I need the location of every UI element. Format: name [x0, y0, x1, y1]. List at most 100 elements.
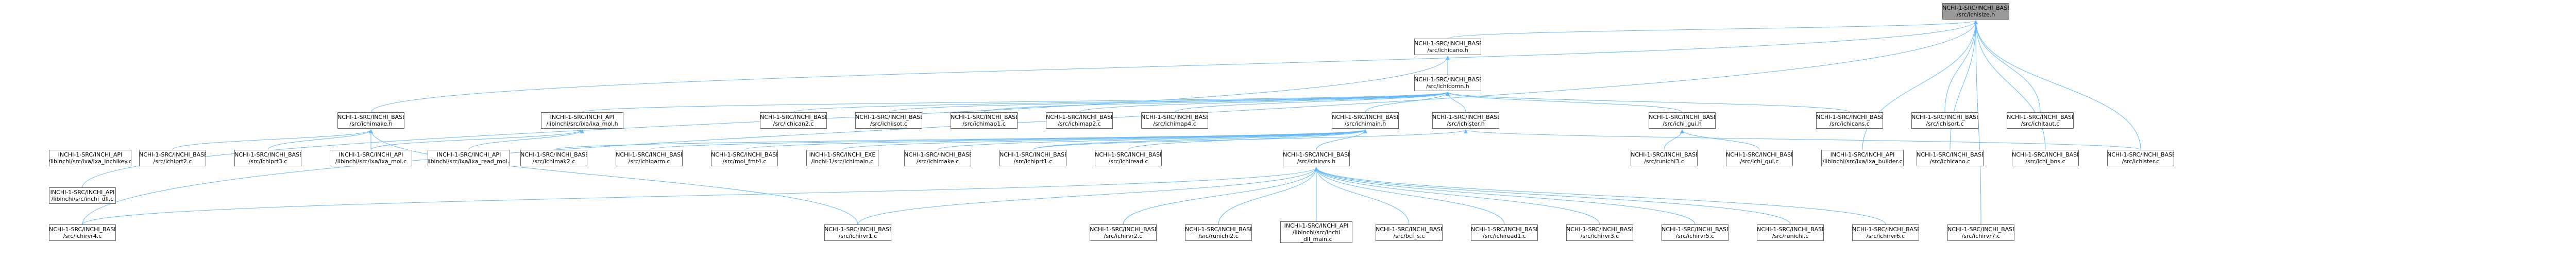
node-label-line: /src/ichimak2.c — [532, 158, 575, 165]
graph-node-runichi3-c[interactable]: INCHI-1-SRC/INCHI_BASE/src/runichi3.c — [1631, 150, 1698, 166]
graph-node-ichirvrs-h[interactable]: INCHI-1-SRC/INCHI_BASE/src/ichirvrs.h — [1283, 150, 1350, 166]
edge-api_ixa_mol_c-to-api_ixa_h — [370, 129, 584, 150]
node-label-line: /src/runichi.c — [1772, 233, 1809, 239]
node-label-line: INCHI-1-SRC/INCHI_BASE — [1283, 151, 1350, 158]
node-label-line: INCHI-1-SRC/INCHI_BASE — [1631, 151, 1698, 158]
graph-node-ichi-bns-c[interactable]: INCHI-1-SRC/INCHI_BASE/src/ichi_bns.c — [2012, 150, 2079, 166]
graph-node-ichisort-c[interactable]: INCHI-1-SRC/INCHI_BASE/src/ichisort.c — [1911, 112, 1978, 129]
graph-node-ichifmr-c[interactable]: INCHI-1-SRC/INCHI_BASE/src/bcf_s.c — [1376, 224, 1443, 241]
edge-ichicano_h-to-root — [1447, 20, 1978, 39]
graph-node-ichiprt3-c[interactable]: INCHI-1-SRC/INCHI_BASE/src/ichiprt3.c — [234, 150, 301, 166]
graph-node-ichicano-c[interactable]: INCHI-1-SRC/INCHI_BASE/src/ichican2.c — [760, 112, 827, 129]
graph-node-api-ixa-read[interactable]: INCHI-1-SRC/INCHI_API/libinchi/src/ixa/i… — [428, 150, 510, 166]
graph-node-ichirvr2-c[interactable]: INCHI-1-SRC/INCHI_BASE/src/ichirvr2.c — [1090, 224, 1157, 241]
graph-node-runichi-c[interactable]: INCHI-1-SRC/INCHI_BASE/src/runichi.c — [1757, 224, 1824, 241]
node-label-line: INCHI-1-SRC/INCHI_API — [1830, 151, 1895, 158]
node-label-line: INCHI-1-SRC/INCHI_BASE — [1662, 226, 1728, 233]
edge-ichi_gui_c-to-ichirvr_gui_h — [1680, 129, 1760, 150]
node-label-line: INCHI-1-SRC/INCHI_BASE — [1414, 40, 1481, 47]
node-label-line: INCHI-1-SRC/INCHI_BASE — [1471, 226, 1538, 233]
edge-ichirvr1_c-to-ichimake_h — [369, 129, 858, 225]
graph-node-ichiread-c[interactable]: INCHI-1-SRC/INCHI_BASE/src/ichiread.c — [1095, 150, 1162, 166]
graph-node-ichitaut-c[interactable]: INCHI-1-SRC/INCHI_BASE/src/ichitaut.c — [2007, 112, 2074, 129]
graph-node-ichicano-h[interactable]: INCHI-1-SRC/INCHI_BASE/src/ichicano.h — [1414, 39, 1481, 55]
graph-node-api-ixa-mol-c[interactable]: INCHI-1-SRC/INCHI_API/libinchi/src/ixa/i… — [330, 150, 412, 166]
graph-node-ichirvr7-c[interactable]: INCHI-1-SRC/INCHI_BASE/src/ichirvr7.c — [1947, 224, 2014, 241]
edge-ichirvr7_c-to-root — [1974, 20, 1981, 225]
edge-runichi2_c-to-ichirvrs_h — [1218, 167, 1318, 225]
node-label-line: INCHI-1-SRC/INCHI_BASE — [49, 226, 116, 233]
edge-ichiisot_c-to-ichicomn_h — [888, 92, 1450, 113]
graph-node-ichirvr-gui-h[interactable]: INCHI-1-SRC/INCHI_BASE/src/ichi_gui.h — [1649, 112, 1716, 129]
graph-node-ichister-c[interactable]: INCHI-1-SRC/INCHI_BASE/src/ichister.c — [2107, 150, 2174, 166]
graph-node-ichiread2-c[interactable]: INCHI-1-SRC/INCHI_BASE/src/ichiread1.c — [1471, 224, 1538, 241]
graph-node-ichicans-c[interactable]: INCHI-1-SRC/INCHI_BASE/src/ichicans.c — [1816, 112, 1883, 129]
graph-node-ichirvr5-c[interactable]: INCHI-1-SRC/INCHI_BASE/src/ichirvr5.c — [1662, 224, 1728, 241]
node-label-line: /src/ichiisot.c — [870, 120, 907, 127]
node-label-line: /src/ichi_gui.h — [1663, 120, 1702, 127]
node-label-line: INCHI-1-SRC/INCHI_BASE — [520, 151, 587, 158]
graph-node-ichimap2-c[interactable]: INCHI-1-SRC/INCHI_BASE/src/ichimap2.c — [1046, 112, 1113, 129]
graph-node-ichirvr1-c[interactable]: INCHI-1-SRC/INCHI_BASE/src/ichirvr1.c — [824, 224, 891, 241]
graph-node-exe-ichimain[interactable]: INCHI-1-SRC/INCHI_EXE/inchi-1/src/ichima… — [806, 150, 878, 166]
edge-ichirvr6_c-to-ichirvrs_h — [1314, 167, 1886, 225]
graph-node-root[interactable]: INCHI-1-SRC/INCHI_BASE/src/ichisize.h — [1942, 3, 2009, 20]
graph-node-ichicano-c2[interactable]: INCHI-1-SRC/INCHI_BASE/src/ichicano.c — [1917, 150, 1984, 166]
node-label-line: INCHI-1-SRC/INCHI_BASE — [1816, 114, 1883, 120]
node-label-line: /src/ichimap1.c — [962, 120, 1006, 127]
graph-node-mol-fmt4-c[interactable]: INCHI-1-SRC/INCHI_BASE/src/mol_fmt4.c — [711, 150, 778, 166]
graph-node-ichirvr3-c[interactable]: INCHI-1-SRC/INCHI_BASE/src/ichirvr3.c — [1566, 224, 1633, 241]
node-label-line: INCHI-1-SRC/INCHI_BASE — [1414, 76, 1481, 83]
edge-ichiprt1_c-to-ichister_h — [1032, 129, 1468, 150]
node-label-line: /inchi-1/src/ichimain.c — [811, 158, 874, 165]
node-label-line: /src/ichimake.c — [916, 158, 959, 165]
graph-node-ichimake-h[interactable]: INCHI-1-SRC/INCHI_BASE/src/ichimake.h — [337, 112, 404, 129]
node-label-line: /src/ichi_gui.c — [1740, 158, 1779, 165]
graph-node-ichiisot-c[interactable]: INCHI-1-SRC/INCHI_BASE/src/ichiisot.c — [855, 112, 922, 129]
graph-node-ichimake-c[interactable]: INCHI-1-SRC/INCHI_BASE/src/ichimake.c — [904, 150, 971, 166]
node-label-line: INCHI-1-SRC/INCHI_API — [58, 151, 123, 158]
graph-node-api-inchi-dll[interactable]: INCHI-1-SRC/INCHI_API/libinchi/src/inchi… — [49, 187, 116, 204]
graph-node-ichiparm-c[interactable]: INCHI-1-SRC/INCHI_BASE/src/ichiparm.c — [616, 150, 683, 166]
graph-node-ichimap4-c[interactable]: INCHI-1-SRC/INCHI_BASE/src/ichimap4.c — [1141, 112, 1208, 129]
edge-ichifmr_c-to-ichirvrs_h — [1314, 167, 1410, 225]
edge-ichimap1_c-to-ichicomn_h — [984, 92, 1450, 113]
graph-node-api-ixa-builder[interactable]: INCHI-1-SRC/INCHI_API/libinchi/src/ixa/i… — [1821, 150, 1904, 166]
graph-node-api-ixa-h[interactable]: INCHI-1-SRC/INCHI_API/libinchi/src/ixa/i… — [541, 112, 623, 129]
edge-ichirvr5_c-to-ichirvrs_h — [1314, 167, 1696, 225]
edge-ichi_bns_c-to-root — [1974, 20, 2046, 150]
node-label-line: INCHI-1-SRC/INCHI_BASE — [824, 226, 891, 233]
node-label-line: INCHI-1-SRC/INCHI_BASE — [139, 151, 206, 158]
graph-node-ichi-gui-c[interactable]: INCHI-1-SRC/INCHI_BASE/src/ichi_gui.c — [1726, 150, 1793, 166]
graph-node-api-inchi-dll-main[interactable]: INCHI-1-SRC/INCHI_API/libinchi/src/inchi… — [1280, 221, 1352, 243]
graph-node-ichirvr6-c[interactable]: INCHI-1-SRC/INCHI_BASE/src/ichirvr6.c — [1852, 224, 1919, 241]
node-label-line: /src/ichiparm.c — [628, 158, 670, 165]
node-label-line: INCHI-1-SRC/INCHI_BASE — [2107, 151, 2174, 158]
node-label-line: INCHI-1-SRC/INCHI_BASE — [760, 114, 827, 120]
graph-node-ichimain-h[interactable]: INCHI-1-SRC/INCHI_BASE/src/ichimain.h — [1332, 112, 1399, 129]
edge-ichister_c-to-root — [1974, 20, 2141, 150]
node-label-line: INCHI-1-SRC/INCHI_API — [338, 151, 403, 158]
graph-node-ichiprt1-c[interactable]: INCHI-1-SRC/INCHI_BASE/src/ichiprt1.c — [999, 150, 1066, 166]
graph-node-api-ixa-inchikey[interactable]: INCHI-1-SRC/INCHI_API/libinchi/src/ixa/i… — [49, 150, 131, 166]
node-label-line: /src/ichister.c — [2122, 158, 2160, 165]
graph-node-ichimak2-c[interactable]: INCHI-1-SRC/INCHI_BASE/src/ichimak2.c — [520, 150, 587, 166]
graph-node-runichi2-c[interactable]: INCHI-1-SRC/INCHI_BASE/src/runichi2.c — [1185, 224, 1252, 241]
node-label-line: INCHI-1-SRC/INCHI_BASE — [2012, 151, 2079, 158]
graph-node-ichicomn-h[interactable]: INCHI-1-SRC/INCHI_BASE/src/ichicomn.h — [1414, 75, 1481, 91]
node-label-line: /src/ichiprt3.c — [248, 158, 287, 165]
edge-ichiread2_c-to-ichirvrs_h — [1314, 167, 1505, 225]
graph-node-ichister-h[interactable]: INCHI-1-SRC/INCHI_BASE/src/ichister.h — [1432, 112, 1499, 129]
node-label-line: /libinchi/src/inchi — [1292, 229, 1341, 236]
edge-ichirvr1_c-to-ichirvrs_h — [857, 167, 1318, 225]
node-label-line: INCHI-1-SRC/INCHI_BASE — [337, 114, 404, 120]
graph-node-ichiprt2-c[interactable]: INCHI-1-SRC/INCHI_BASE/src/ichiprt2.c — [139, 150, 206, 166]
node-label-line: INCHI-1-SRC/INCHI_BASE — [1090, 226, 1157, 233]
graph-node-ichirvr4-c[interactable]: INCHI-1-SRC/INCHI_BASE/src/ichirvr4.c — [49, 224, 116, 241]
edge-ichirvr4_c-to-root — [82, 20, 1978, 225]
graph-node-ichimap1-c[interactable]: INCHI-1-SRC/INCHI_BASE/src/ichimap1.c — [951, 112, 1018, 129]
edge-ichirvr4_c-to-ichirvrs_h — [82, 167, 1318, 225]
node-label-line: INCHI-1-SRC/INCHI_BASE — [234, 151, 301, 158]
node-label-line: /src/ichirvr1.c — [838, 233, 877, 239]
node-label-line: INCHI-1-SRC/INCHI_BASE — [1917, 151, 1984, 158]
